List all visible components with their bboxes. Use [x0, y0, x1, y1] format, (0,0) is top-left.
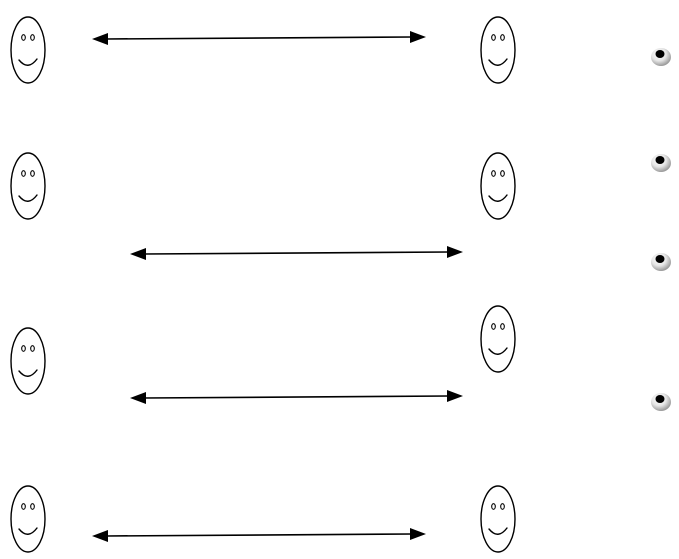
left-smiley-face-icon-3	[10, 327, 46, 395]
double-arrow-1	[92, 31, 426, 45]
left-smiley-face-icon-2	[10, 152, 46, 220]
double-arrow-4	[92, 528, 426, 542]
right-smiley-face-icon-4	[480, 485, 516, 553]
left-smiley-face-icon-1	[10, 16, 46, 84]
right-smiley-face-icon-3	[480, 305, 516, 373]
bullet-icon-2	[651, 154, 671, 172]
double-arrow-3	[130, 390, 463, 404]
right-smiley-face-icon-1	[480, 16, 516, 84]
bullet-icon-4	[651, 393, 671, 411]
left-smiley-face-icon-4	[10, 485, 46, 553]
double-arrow-2	[130, 246, 463, 260]
right-smiley-face-icon-2	[480, 152, 516, 220]
bullet-icon-1	[651, 48, 671, 66]
bullet-icon-3	[651, 253, 671, 271]
